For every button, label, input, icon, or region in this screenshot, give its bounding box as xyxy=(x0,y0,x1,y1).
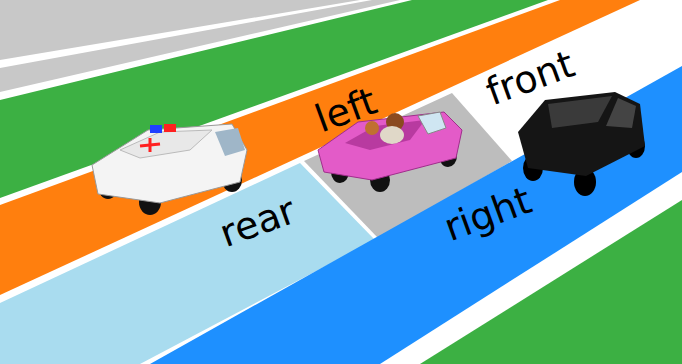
black-suv xyxy=(518,92,645,196)
ambulance xyxy=(92,124,247,215)
right-lane xyxy=(150,66,682,364)
